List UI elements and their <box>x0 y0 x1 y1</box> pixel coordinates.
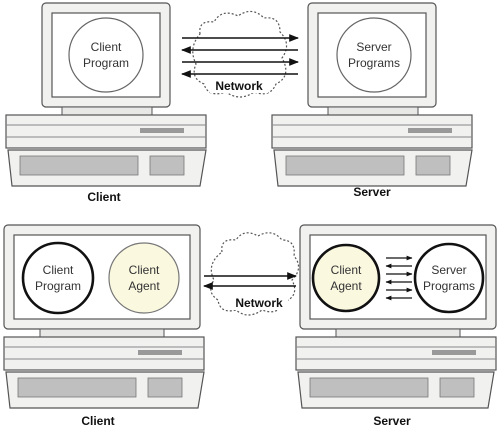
bottom-server-agent-line2: Agent <box>330 279 362 293</box>
top-client-caption: Client <box>87 190 120 204</box>
bottom-server-programs-line1: Server <box>431 263 466 277</box>
top-server-programs-circle <box>336 17 412 93</box>
bottom-client-program-circle <box>21 241 95 315</box>
bottom-network: Network <box>203 232 300 316</box>
bottom-network-cloud <box>210 232 300 316</box>
bottom-client-drive-slot <box>138 350 182 355</box>
top-server-monitor-base <box>327 106 419 116</box>
top-network: Network <box>181 10 299 98</box>
bottom-server-monitor-base <box>335 328 461 338</box>
top-client-program-circle <box>68 17 144 93</box>
bottom-server-drive-slot <box>432 350 476 355</box>
top-server-programs-line2: Programs <box>348 56 400 70</box>
bottom-server-keyboard-main <box>309 377 429 398</box>
bottom-server-caption: Server <box>373 414 411 428</box>
top-network-label: Network <box>215 79 263 93</box>
bottom-client-agent-line2: Agent <box>128 279 160 293</box>
bottom-network-label: Network <box>235 296 283 310</box>
top-client-keyboard-main <box>19 155 139 176</box>
top-client-computer: Client Program Client <box>5 2 207 204</box>
top-client-monitor-base <box>61 106 153 116</box>
top-server-caption: Server <box>353 185 391 199</box>
bottom-server-agent-circle <box>311 243 381 313</box>
top-server-keyboard-pad <box>415 155 451 176</box>
bottom-client-caption: Client <box>81 414 114 428</box>
top-server-computer: Server Programs Server <box>271 2 473 199</box>
top-client-drive-slot <box>140 128 184 133</box>
bottom-client-monitor-base <box>39 328 165 338</box>
bottom-server-keyboard-pad <box>439 377 475 398</box>
bottom-client-agent-line1: Client <box>129 263 160 277</box>
top-client-program-line1: Client <box>91 40 122 54</box>
top-client-program-line2: Program <box>83 56 129 70</box>
bottom-client-computer: Client Program Client Agent Client <box>3 224 205 428</box>
bottom-client-program-line1: Client <box>43 263 74 277</box>
top-server-drive-slot <box>408 128 452 133</box>
bottom-client-agent-circle <box>108 242 180 314</box>
bottom-network-label-bg <box>230 296 288 310</box>
top-client-keyboard-pad <box>149 155 185 176</box>
top-network-label-bg <box>210 79 268 93</box>
bottom-client-program-line2: Program <box>35 279 81 293</box>
bottom-client-keyboard-main <box>17 377 137 398</box>
top-server-system-unit <box>271 114 473 149</box>
top-server-keyboard-main <box>285 155 405 176</box>
bottom-server-programs-line2: Programs <box>423 279 475 293</box>
bottom-server-computer: Client Agent Server Programs Server <box>295 224 497 428</box>
top-server-programs-line1: Server <box>356 40 391 54</box>
bottom-server-agent-line1: Client <box>331 263 362 277</box>
bottom-client-keyboard-pad <box>147 377 183 398</box>
bottom-server-programs-circle <box>413 242 485 314</box>
